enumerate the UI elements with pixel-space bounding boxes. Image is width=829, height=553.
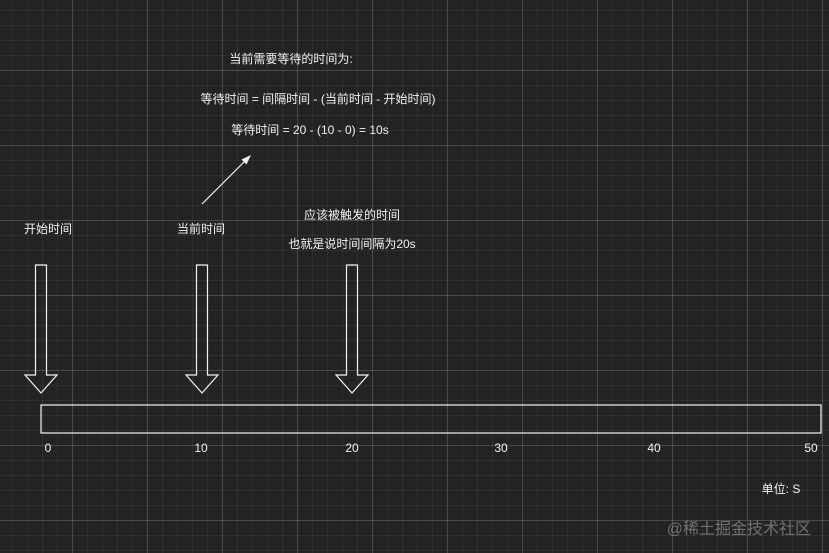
pointer-arrow-line (201, 158, 248, 205)
current-arrow (184, 264, 220, 394)
axis-tick-label: 0 (44, 441, 52, 455)
formula-line-1: 等待时间 = 间隔时间 - (当前时间 - 开始时间) (200, 92, 436, 106)
watermark-text: @稀土掘金技术社区 (666, 521, 811, 538)
formula-heading: 当前需要等待的时间为: (229, 52, 353, 66)
axis-tick-label: 40 (647, 441, 661, 455)
trigger-time-label: 应该被触发的时间 (303, 208, 401, 222)
axis-tick-label: 10 (194, 441, 208, 455)
interval-note-label: 也就是说时间间隔为20s (288, 237, 416, 251)
formula-line-2: 等待时间 = 20 - (10 - 0) = 10s (231, 123, 389, 137)
pointer-arrow-head (241, 155, 251, 165)
axis-tick-label: 50 (804, 441, 818, 455)
current-time-label: 当前时间 (176, 222, 226, 236)
start-arrow (23, 264, 59, 394)
trigger-arrow (334, 264, 370, 394)
axis-tick-label: 20 (345, 441, 359, 455)
start-time-label: 开始时间 (23, 222, 73, 236)
unit-label: 单位: S (761, 482, 801, 496)
axis-tick-label: 30 (494, 441, 508, 455)
timeline-bar (40, 404, 822, 434)
